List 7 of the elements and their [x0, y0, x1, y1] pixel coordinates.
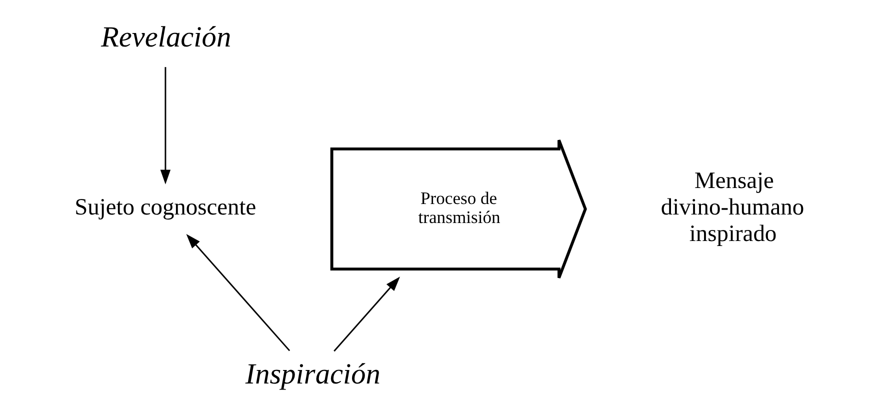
arrow: [333, 276, 400, 352]
node-text: Inspiración: [244, 358, 380, 390]
node-text: Sujeto cognoscente: [74, 194, 256, 221]
arrow: [160, 67, 170, 184]
node-text: Mensaje divino-humano inspirado: [660, 168, 804, 247]
node-text: Revelación: [100, 21, 231, 54]
arrow: [186, 234, 290, 352]
